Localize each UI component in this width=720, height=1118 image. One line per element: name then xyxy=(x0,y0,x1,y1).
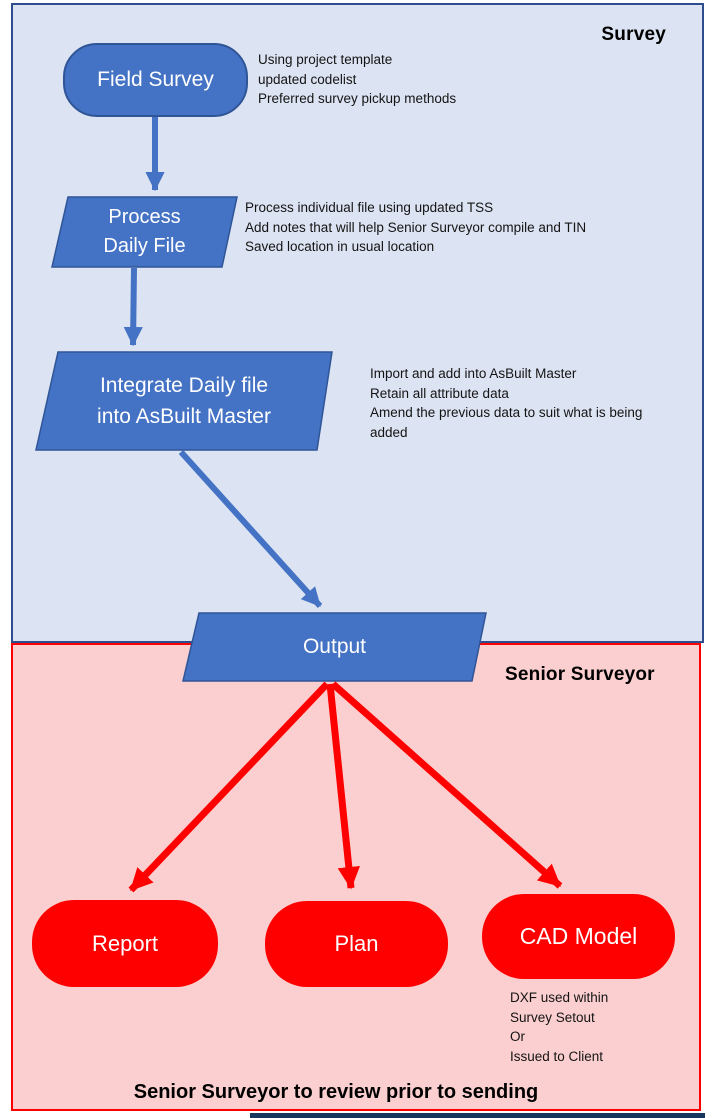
process-daily-file-annotation: Process individual file using updated TS… xyxy=(245,200,587,254)
senior-surveyor-section-label: Senior Surveyor xyxy=(505,664,655,685)
cad-model-annotation: DXF used within Survey Setout Or Issued … xyxy=(510,990,609,1064)
bottom-edge-bar xyxy=(250,1113,705,1118)
node-cad-model: CAD Model xyxy=(482,894,675,979)
field-survey-annotation: Using project template updated codelist … xyxy=(258,52,457,106)
node-report: Report xyxy=(32,900,218,987)
integrate-daily-file-annotation: Import and add into AsBuilt Master Retai… xyxy=(370,366,643,440)
node-integrate-daily-file-label: Integrate Daily file into AsBuilt Master xyxy=(97,374,271,428)
survey-section-label: Survey xyxy=(601,24,666,45)
review-footer-note: Senior Surveyor to review prior to sendi… xyxy=(133,1081,539,1103)
node-field-survey: Field Survey xyxy=(63,43,248,117)
node-plan: Plan xyxy=(265,901,448,987)
node-output-label: Output xyxy=(302,635,367,658)
node-process-daily-file-label: Process Daily File xyxy=(103,206,186,257)
